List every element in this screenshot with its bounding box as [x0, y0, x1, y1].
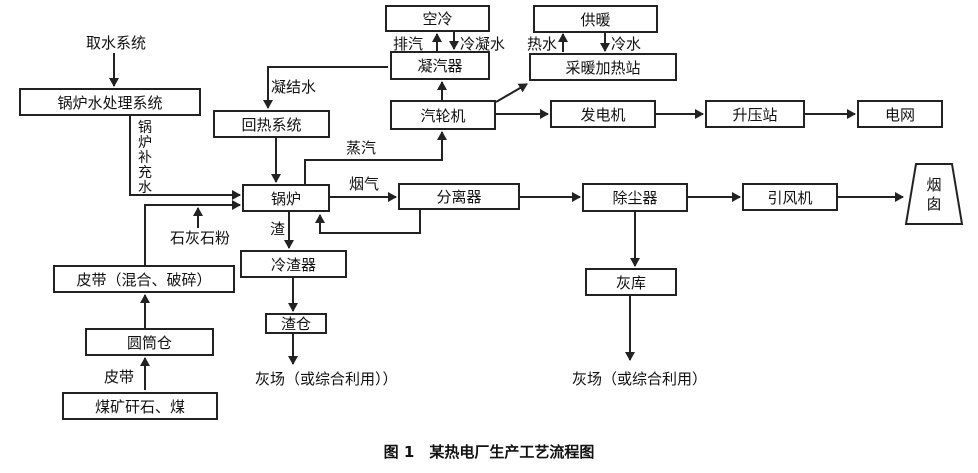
reheat-system-box: 回热系统 [213, 110, 330, 138]
condensate-water-label: 凝结水 [271, 78, 317, 96]
arrow-separator-return [315, 210, 421, 234]
booster-station-box: 升压站 [705, 100, 805, 128]
exhaust-steam-label: 排汽 [393, 35, 424, 53]
figure-caption: 图 1 某热电厂生产工艺流程图 [383, 443, 595, 461]
slag-silo-box: 渣仓 [265, 313, 327, 334]
chimney-shape [904, 163, 964, 225]
induced-fan-box: 引风机 [742, 183, 838, 211]
cylinder-silo-box: 圆筒仓 [85, 328, 214, 356]
slag-label: 渣 [270, 220, 286, 238]
ash-yard-right-label: 灰场（或综合利用） [572, 370, 708, 388]
ash-storage-box: 灰库 [585, 268, 677, 296]
slag-cooler-box: 冷渣器 [240, 250, 347, 278]
ash-yard-left-label: 灰场（或综合利用）） [255, 370, 398, 388]
air-cooling-box: 空冷 [385, 5, 490, 32]
coal-gangue-box: 煤矿矸石、煤 [62, 392, 218, 420]
cold-water-label: 冷水 [611, 35, 642, 53]
limestone-powder-label: 石灰石粉 [170, 229, 231, 247]
cold-condensate-label: 冷凝水 [460, 35, 506, 53]
flue-gas-label: 烟气 [349, 175, 380, 193]
chimney-label: 烟囱 [926, 176, 942, 213]
arrow-belt-to-boiler [144, 200, 241, 265]
boiler-box: 锅炉 [242, 184, 330, 212]
dust-collector-box: 除尘器 [582, 183, 688, 212]
boiler-makeup-water-label: 锅炉补充水 [138, 120, 152, 196]
arrow-makeup-water-to-boiler [129, 116, 241, 200]
generator-box: 发电机 [550, 100, 656, 128]
belt-mix-crush-box: 皮带（混合、破碎） [53, 265, 235, 293]
hot-water-label: 热水 [527, 35, 558, 53]
condenser-box: 凝汽器 [390, 51, 490, 80]
heating-station-box: 采暖加热站 [529, 53, 677, 81]
arrow-condenser-to-reheat [263, 66, 388, 109]
arrow-turbine-to-heating [495, 83, 528, 103]
separator-box: 分离器 [398, 183, 520, 210]
heating-supply-box: 供暖 [533, 5, 658, 33]
grid-box: 电网 [857, 100, 943, 128]
steam-label: 蒸汽 [346, 139, 377, 157]
arrow-boiler-to-turbine [304, 131, 447, 185]
boiler-water-treatment-box: 锅炉水处理系统 [19, 88, 201, 116]
turbine-box: 汽轮机 [390, 100, 496, 130]
water-intake-label: 取水系统 [86, 34, 147, 52]
belt-label: 皮带 [104, 368, 135, 386]
